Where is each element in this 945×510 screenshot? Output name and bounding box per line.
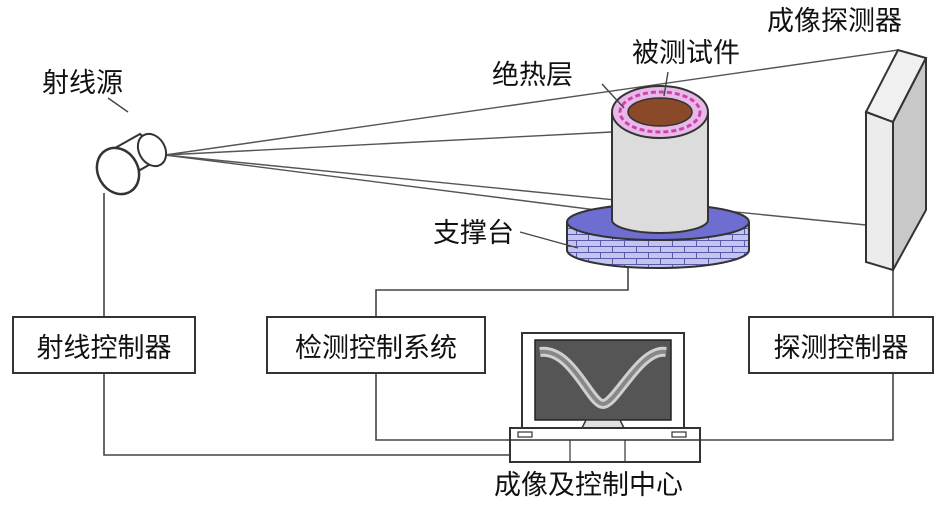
box-ray-controller: 射线控制器 [12, 316, 196, 374]
xray-beam [164, 49, 899, 226]
box-detection-control-system: 检测控制系统 [266, 316, 486, 374]
ray-source-icon [95, 132, 168, 196]
wire-platform-to-center [375, 268, 629, 441]
leader-lines [107, 71, 669, 249]
specimen-cylinder-icon [611, 85, 709, 234]
control-center-computer-icon [509, 332, 701, 463]
label-imaging-control-center: 成像及控制中心 [494, 470, 683, 501]
label-insulation-layer: 绝热层 [492, 60, 573, 91]
label-imaging-detector: 成像探测器 [767, 6, 902, 37]
box-detector-controller: 探测控制器 [748, 316, 934, 374]
label-support-platform: 支撑台 [433, 218, 514, 249]
wire-source-to-center [103, 193, 510, 456]
label-ray-source: 射线源 [42, 68, 123, 99]
imaging-detector-icon [864, 48, 928, 272]
label-specimen: 被测试件 [632, 38, 740, 69]
